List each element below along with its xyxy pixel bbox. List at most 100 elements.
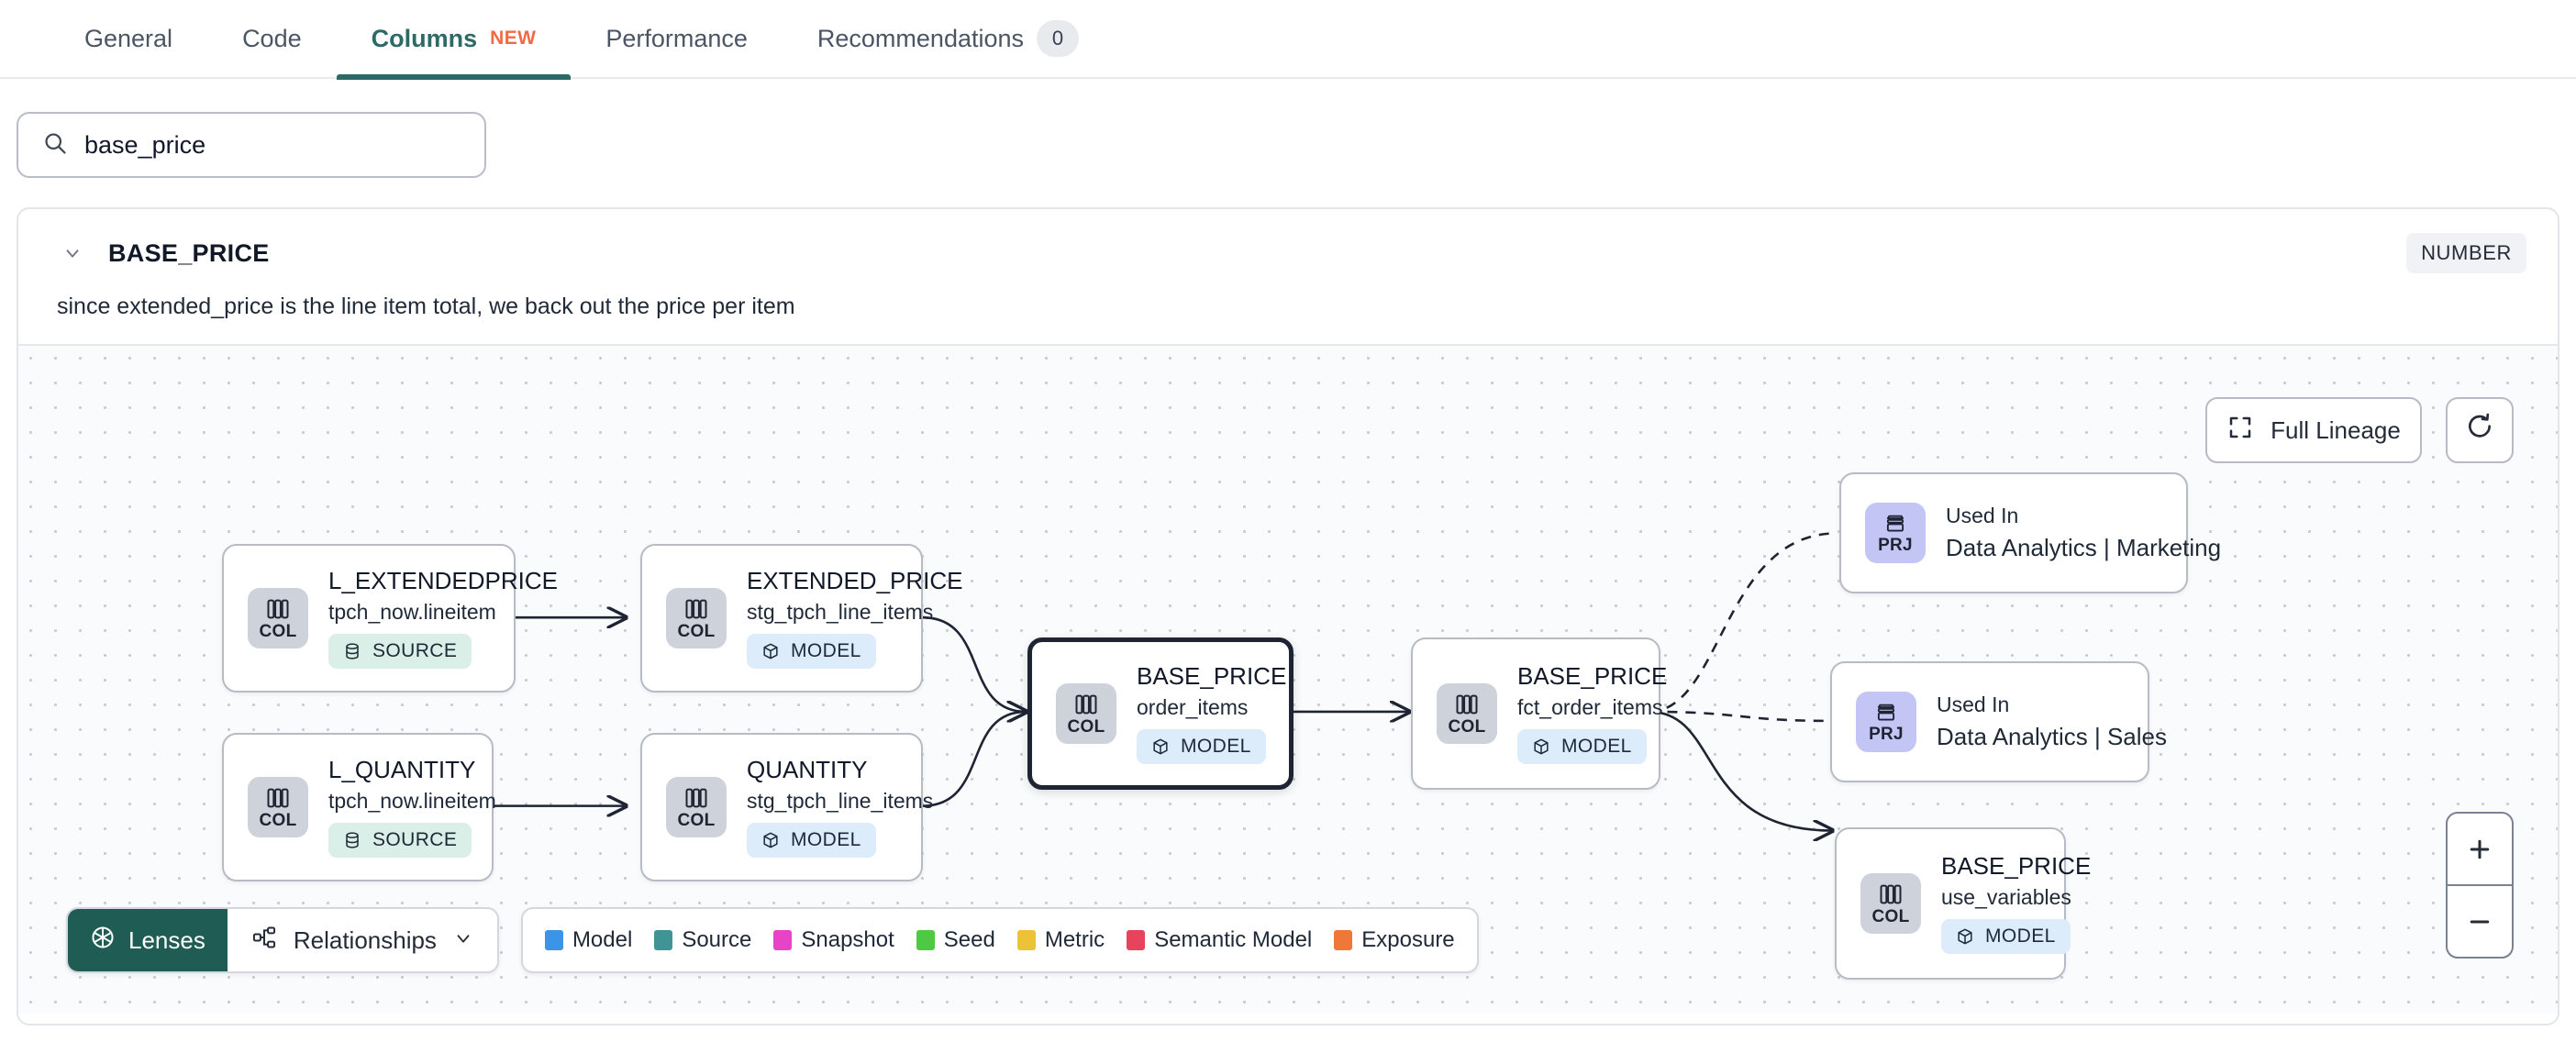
project-name: Data Analytics | Marketing — [1946, 533, 2222, 561]
node-title: L_QUANTITY — [328, 756, 476, 784]
project-icon: PRJ — [1856, 692, 1916, 752]
node-subtitle: stg_tpch_line_items — [747, 789, 934, 814]
cube-icon — [1534, 738, 1549, 755]
refresh-button[interactable] — [2446, 397, 2514, 463]
legend-swatch — [1127, 930, 1146, 950]
recommendations-count-badge: 0 — [1037, 20, 1080, 57]
lineage-node-project-marketing[interactable]: PRJ Used In Data Analytics | Marketing — [1839, 472, 2221, 593]
cube-icon — [763, 643, 778, 660]
node-subtitle: tpch_now.lineitem — [328, 600, 496, 625]
node-subtitle: order_items — [1137, 695, 1249, 720]
node-subtitle: use_variables — [1941, 885, 2071, 910]
column-icon-label: COL — [1448, 717, 1486, 737]
legend-item: Metric — [1016, 927, 1105, 953]
tab-performance[interactable]: Performance — [571, 0, 783, 78]
legend-swatch — [916, 930, 935, 950]
lineage-legend: Model Source Snapshot Seed Metric — [520, 907, 1479, 973]
legend-item: Exposure — [1334, 927, 1455, 953]
materialization-badge: MODEL — [747, 822, 876, 858]
legend-item: Source — [654, 927, 751, 953]
relationships-icon — [251, 925, 277, 957]
refresh-icon — [2465, 413, 2494, 449]
node-subtitle: stg_tpch_line_items — [747, 600, 934, 625]
project-name: Data Analytics | Sales — [1937, 722, 2167, 750]
materialization-badge: SOURCE — [328, 822, 472, 858]
legend-swatch — [773, 930, 793, 950]
zoom-out-button[interactable] — [2448, 886, 2512, 957]
lineage-canvas[interactable]: COL L_EXTENDEDPRICE tpch_now.lineitem SO… — [18, 344, 2558, 1014]
column-icon: COL — [666, 588, 727, 648]
tab-recommendations[interactable]: Recommendations 0 — [783, 0, 1114, 78]
column-icon: COL — [666, 777, 727, 837]
column-icon-label: COL — [259, 622, 297, 641]
column-icon: COL — [1056, 683, 1116, 744]
used-in-label: Used In — [1937, 693, 2010, 717]
legend-item: Semantic Model — [1127, 927, 1312, 953]
minus-icon — [2470, 920, 2490, 923]
lenses-group: Lenses Relationships — [66, 907, 499, 973]
tab-label: Recommendations — [816, 24, 1025, 52]
relationships-dropdown[interactable]: Relationships — [227, 909, 497, 971]
column-icon-label: COL — [1871, 907, 1910, 926]
canvas-bottom-toolbar: Lenses Relationships — [66, 907, 1479, 973]
new-badge: NEW — [490, 28, 537, 49]
materialization-badge: MODEL — [1517, 728, 1647, 764]
legend-swatch — [1334, 930, 1353, 950]
column-icon: COL — [1437, 683, 1497, 744]
lineage-node-base-price-order-items[interactable]: COL BASE_PRICE order_items MODEL — [1027, 637, 1294, 790]
node-subtitle: tpch_now.lineitem — [328, 789, 496, 814]
tab-general[interactable]: General — [50, 0, 207, 78]
plus-icon — [2470, 839, 2490, 859]
database-icon — [346, 643, 359, 660]
column-header: BASE_PRICE NUMBER — [18, 209, 2558, 273]
column-card: BASE_PRICE NUMBER since extended_price i… — [17, 207, 2559, 1025]
lineage-node-l-quantity[interactable]: COL L_QUANTITY tpch_now.lineitem SOURCE — [222, 733, 496, 881]
legend-swatch — [544, 930, 563, 950]
lenses-button[interactable]: Lenses — [68, 909, 228, 971]
tab-bar: General Code Columns NEW Performance Rec… — [0, 0, 2576, 80]
node-title: BASE_PRICE — [1517, 662, 1668, 691]
legend-swatch — [1016, 930, 1036, 950]
node-title: EXTENDED_PRICE — [747, 567, 963, 595]
database-icon — [346, 832, 359, 848]
full-lineage-label: Full Lineage — [2271, 416, 2401, 444]
column-type-badge: NUMBER — [2406, 233, 2526, 273]
search-icon — [42, 130, 68, 161]
materialization-badge: MODEL — [747, 633, 876, 669]
cube-icon — [1153, 738, 1168, 755]
lineage-node-l-extendedprice[interactable]: COL L_EXTENDEDPRICE tpch_now.lineitem SO… — [222, 544, 558, 693]
lenses-label: Lenses — [128, 926, 205, 954]
expand-icon — [2226, 414, 2254, 448]
chevron-down-icon[interactable] — [61, 241, 84, 265]
tab-code[interactable]: Code — [207, 0, 337, 78]
column-icon-label: COL — [259, 811, 297, 830]
lineage-node-base-price-use-variables[interactable]: COL BASE_PRICE use_variables MODEL — [1835, 827, 2091, 980]
column-icon-label: COL — [677, 811, 716, 830]
search-area — [0, 79, 2576, 178]
column-description: since extended_price is the line item to… — [57, 294, 795, 319]
node-subtitle: fct_order_items — [1517, 695, 1663, 720]
node-title: BASE_PRICE — [1941, 852, 2092, 881]
full-lineage-button[interactable]: Full Lineage — [2205, 397, 2422, 463]
cube-icon — [763, 832, 778, 848]
used-in-label: Used In — [1946, 504, 2019, 528]
lineage-node-base-price-fct-order-items[interactable]: COL BASE_PRICE fct_order_items MODEL — [1411, 637, 1667, 790]
materialization-badge: MODEL — [1941, 918, 2071, 954]
tab-label: General — [84, 24, 173, 52]
column-icon: COL — [248, 588, 308, 648]
lineage-node-extended-price[interactable]: COL EXTENDED_PRICE stg_tpch_line_items M… — [640, 544, 963, 693]
legend-item: Seed — [916, 927, 995, 953]
search-box[interactable] — [17, 112, 486, 178]
zoom-controls — [2446, 812, 2514, 959]
node-title: QUANTITY — [747, 756, 868, 784]
lineage-node-quantity[interactable]: COL QUANTITY stg_tpch_line_items MODEL — [640, 733, 933, 881]
zoom-in-button[interactable] — [2448, 814, 2512, 886]
tab-label: Columns — [371, 24, 478, 52]
search-input[interactable] — [84, 130, 461, 160]
materialization-badge: SOURCE — [328, 633, 472, 669]
lineage-node-project-sales[interactable]: PRJ Used In Data Analytics | Sales — [1830, 661, 2167, 782]
tab-columns[interactable]: Columns NEW — [336, 0, 572, 80]
column-icon: COL — [248, 777, 308, 837]
project-icon: PRJ — [1865, 503, 1926, 563]
cube-icon — [1958, 928, 1972, 945]
